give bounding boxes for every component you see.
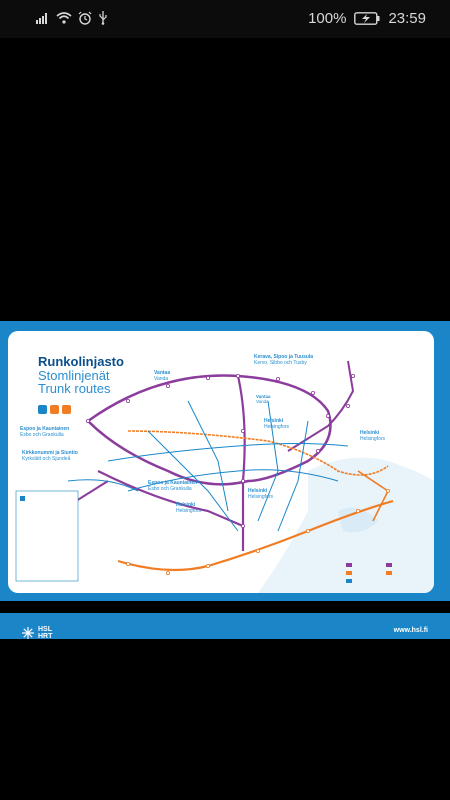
bus-line-7 xyxy=(67,479,139,492)
bus-line-6 xyxy=(187,400,229,512)
tram-mode-icon xyxy=(62,405,71,414)
bus-line-1 xyxy=(107,443,349,462)
hsl-logo-text: HSL xyxy=(38,626,52,633)
hsl-website-link: www.hsl.fi xyxy=(393,627,428,634)
trunk-routes-map-image[interactable]: Runkolinjasto Stomlinjenät Trunk routes … xyxy=(0,321,450,640)
alarm-icon xyxy=(78,11,92,25)
usb-icon xyxy=(98,11,108,25)
clock-time: 23:59 xyxy=(388,10,426,27)
legend-bus-swatch xyxy=(20,496,25,501)
battery-percent: 100% xyxy=(308,10,347,27)
route-network xyxy=(15,360,434,593)
island-shape xyxy=(338,507,378,533)
kerava-rail-line xyxy=(287,360,355,452)
map-canvas: Runkolinjasto Stomlinjenät Trunk routes … xyxy=(8,331,434,593)
transport-mode-icons xyxy=(38,405,71,414)
metro-station-markers xyxy=(126,488,390,575)
station-markers xyxy=(86,374,355,528)
signal-icon xyxy=(36,12,50,24)
image-viewer[interactable]: Runkolinjasto Stomlinjenät Trunk routes … xyxy=(0,38,450,800)
bus-line-4 xyxy=(257,400,279,522)
status-bar: 100% 23:59 xyxy=(0,0,450,38)
ring-rail-line xyxy=(87,374,332,486)
bus-line-2 xyxy=(127,469,339,492)
bus-line-5 xyxy=(277,420,309,532)
map-title: Runkolinjasto xyxy=(38,354,124,369)
main-rail-line xyxy=(236,375,246,551)
metro-mode-icon xyxy=(50,405,59,414)
bus-line-3 xyxy=(147,430,239,532)
hsl-snowflake-icon xyxy=(22,627,34,639)
legend-box xyxy=(15,490,79,582)
legend-swatches xyxy=(346,563,392,583)
map-subtitle-en: Trunk routes xyxy=(38,381,111,397)
coastal-rail-line xyxy=(97,470,244,528)
jokeri-bus-line xyxy=(127,430,389,476)
battery-charging-icon xyxy=(354,12,380,25)
bus-mode-icon xyxy=(38,405,47,414)
hsl-logo: HSL HRT xyxy=(22,626,52,640)
map-footer-band xyxy=(0,613,450,639)
wifi-icon xyxy=(56,12,72,24)
map-title-block: Runkolinjasto Stomlinjenät Trunk routes xyxy=(38,355,124,396)
map-subtitle-sv: Stomlinjenät xyxy=(38,367,110,383)
status-left-icons xyxy=(36,11,108,25)
status-right: 100% 23:59 xyxy=(308,10,426,27)
hsl-logo-subtext: HRT xyxy=(38,633,53,640)
